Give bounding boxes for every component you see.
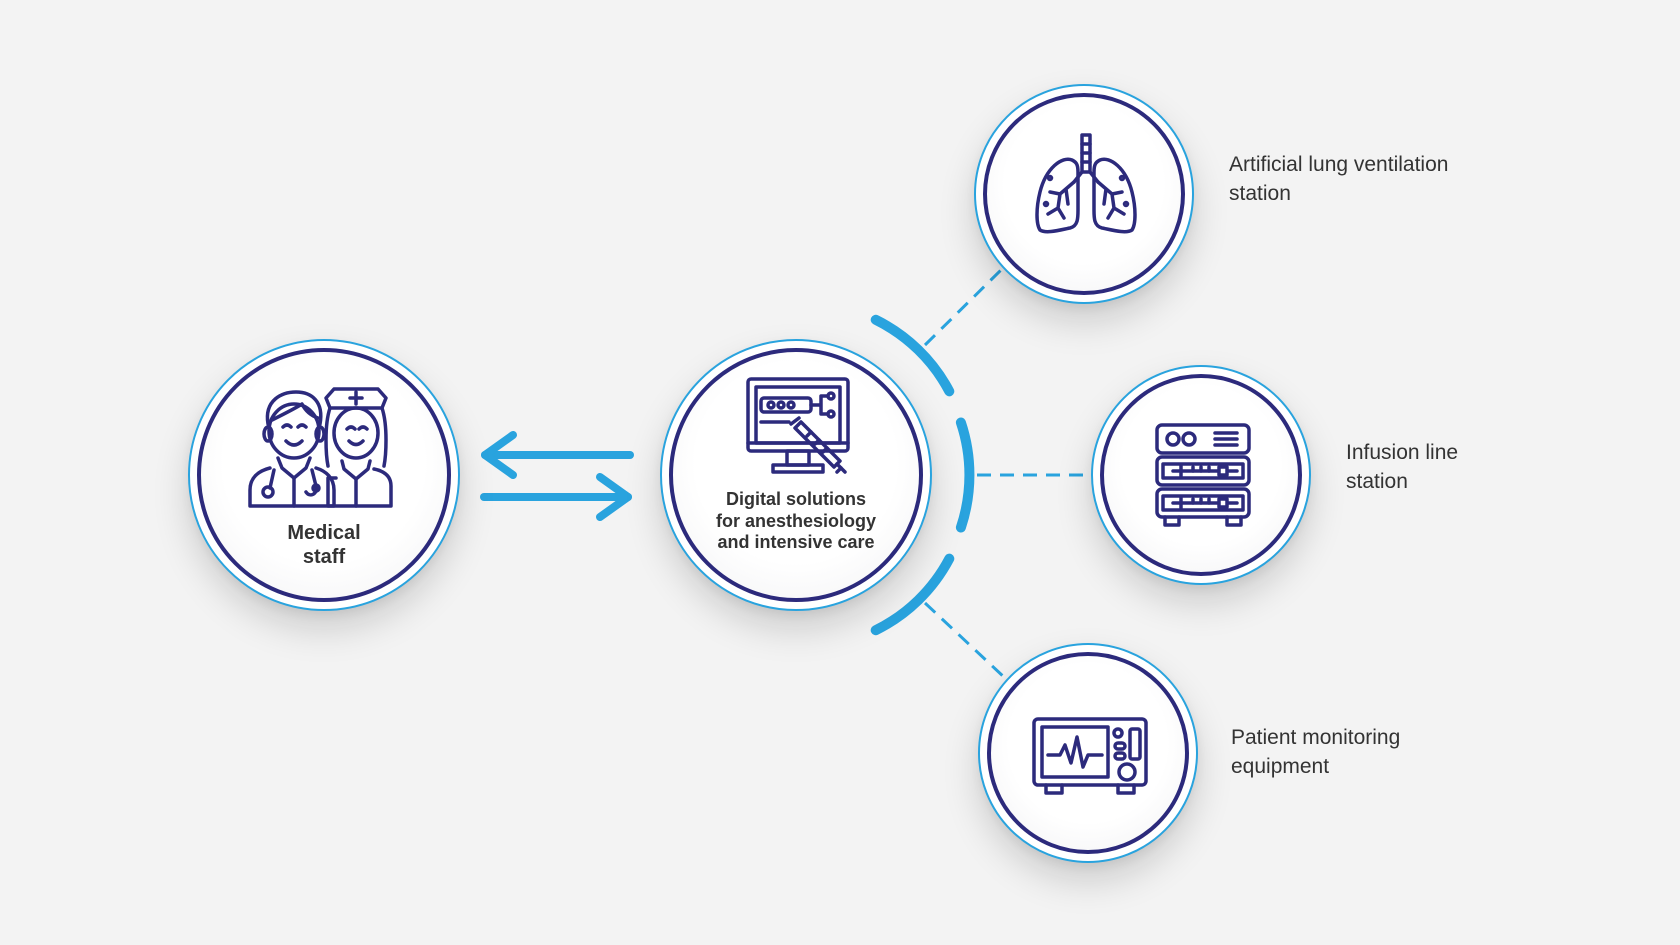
patient-monitor-icon xyxy=(1032,717,1148,795)
node-lung-ventilation xyxy=(974,84,1194,304)
doctor-and-nurse-icon xyxy=(248,387,393,508)
node-ring xyxy=(1100,374,1302,576)
infusion-pump-icon xyxy=(1155,423,1251,527)
hub-arc-bottom xyxy=(870,553,955,636)
hub-arc-top xyxy=(870,314,955,397)
connector-to-lung xyxy=(923,267,1004,347)
node-label-medical-staff: Medical staff xyxy=(190,521,458,569)
lungs-icon xyxy=(1035,133,1137,234)
label-line: equipment xyxy=(1231,754,1330,778)
node-ring xyxy=(197,348,451,602)
label-line: staff xyxy=(302,546,346,568)
label-line: station xyxy=(1229,181,1291,205)
node-patient-monitoring xyxy=(978,643,1198,863)
hub-arc-middle xyxy=(955,417,975,533)
bidirectional-arrows-icon xyxy=(480,431,634,521)
label-line: station xyxy=(1346,469,1408,493)
label-line: Medical xyxy=(287,522,361,544)
arrow-to-hub-head xyxy=(596,473,632,521)
node-ring xyxy=(669,348,923,602)
label-line: and intensive care xyxy=(717,532,875,553)
label-line: Infusion line xyxy=(1346,441,1459,464)
connector-to-monitor xyxy=(923,601,1007,680)
node-ring xyxy=(983,93,1185,295)
label-line: Patient monitoring xyxy=(1231,726,1401,749)
station-label-lung-ventilation: Artificial lung ventilation station xyxy=(1229,151,1448,209)
station-label-patient-monitoring: Patient monitoring equipment xyxy=(1231,724,1400,782)
node-medical-staff: Medical staff xyxy=(188,339,460,611)
label-line: Artificial lung ventilation xyxy=(1229,153,1449,176)
monitor-with-syringe-icon xyxy=(746,377,850,474)
label-line: for anesthesiology xyxy=(715,510,877,531)
station-label-infusion-line: Infusion line station xyxy=(1346,439,1458,497)
node-infusion-line xyxy=(1091,365,1311,585)
label-line: Digital solutions xyxy=(725,489,866,509)
dashed-connectors xyxy=(923,267,1091,680)
arrow-to-staff-head xyxy=(481,431,517,479)
node-digital-solutions: Digital solutions for anesthesiology and… xyxy=(660,339,932,611)
node-ring xyxy=(987,652,1189,854)
node-label-digital-solutions: Digital solutions for anesthesiology and… xyxy=(662,489,930,554)
hub-arc-segments xyxy=(870,314,975,636)
